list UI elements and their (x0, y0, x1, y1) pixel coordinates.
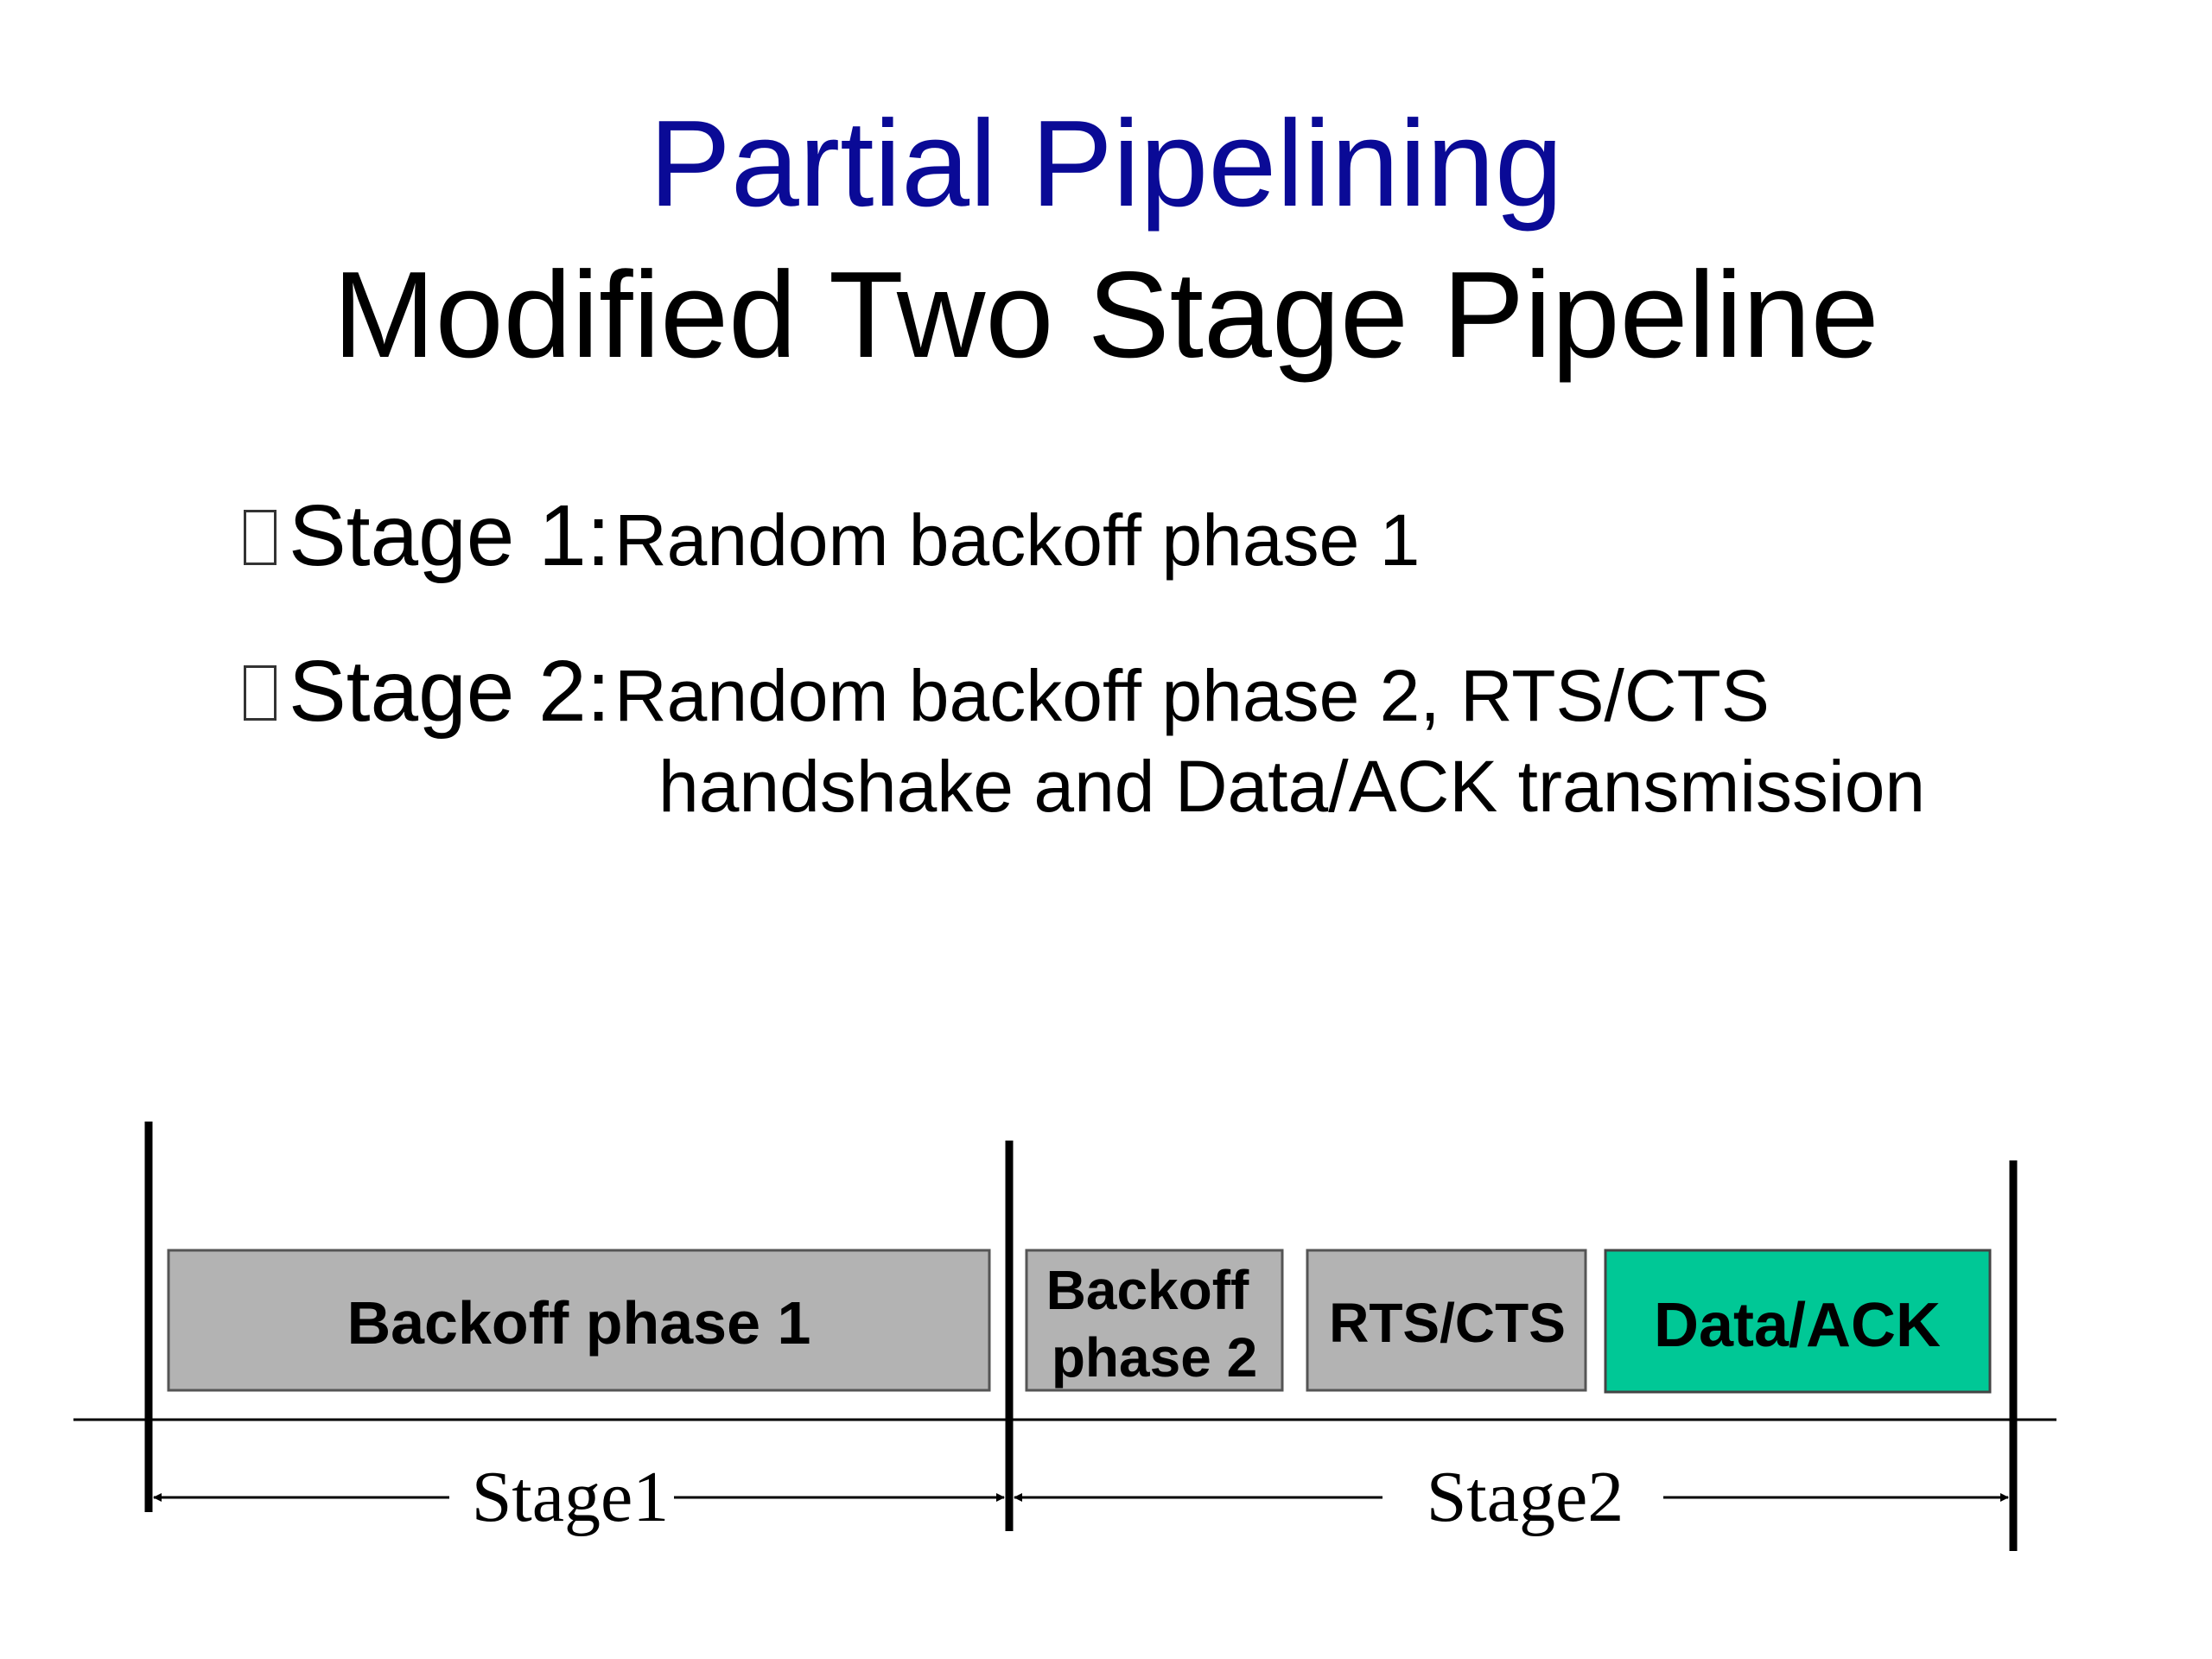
backoff-phase-1-box (167, 1249, 991, 1392)
bullet-stage-1: Stage 1: Random backoff phase 1 (244, 484, 1420, 613)
bullet-square-icon (244, 510, 276, 565)
bullet-label: Stage 1: (289, 487, 611, 584)
rts-cts-box (1306, 1249, 1587, 1392)
bullet-stage-2: Stage 2: Random backoff phase 2, RTS/CTS (244, 639, 1770, 769)
backoff-phase-2-box (1025, 1249, 1284, 1392)
bullet-square-icon (244, 665, 276, 721)
stage1-label: Stage1 (472, 1457, 670, 1537)
bullet-label: Stage 2: (289, 643, 611, 740)
stage2-label: Stage2 (1427, 1457, 1624, 1537)
backoff-phase-2-label-line2: phase 2 (1052, 1326, 1257, 1389)
bullet-text: Random backoff phase 2, RTS/CTS (613, 655, 1770, 736)
slide-title: Partial Pipelining (649, 95, 1563, 232)
bullet-text: Random backoff phase 1 (613, 499, 1421, 581)
rts-cts-label: RTS/CTS (1329, 1292, 1566, 1354)
slide-subtitle: Modified Two Stage Pipeline (333, 246, 1879, 384)
backoff-phase-1-label: Backoff phase 1 (347, 1289, 811, 1357)
data-ack-label: Data/ACK (1654, 1291, 1941, 1360)
backoff-phase-2-label-line1: Backoff (1046, 1259, 1249, 1321)
bullet-continuation: handshake and Data/ACK transmission (658, 746, 1926, 827)
data-ack-box (1604, 1249, 1992, 1394)
